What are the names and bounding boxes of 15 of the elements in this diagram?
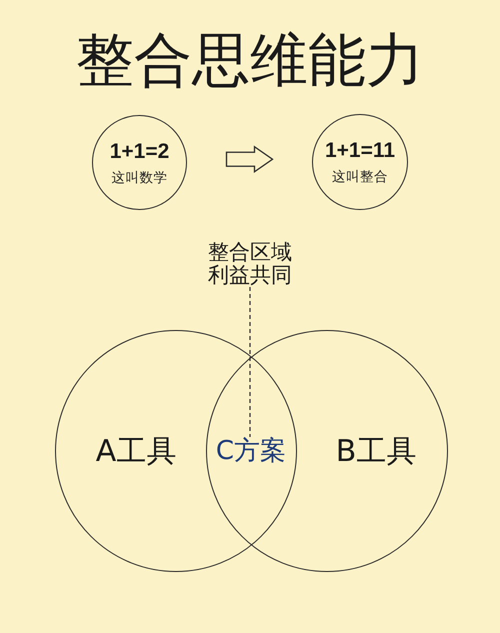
equation-text: 1+1=2 (110, 140, 170, 162)
caption-text: 这叫整合 (332, 169, 388, 185)
venn-circle (55, 330, 297, 572)
circle-label: A工具 (96, 435, 176, 469)
block-arrow (226, 146, 274, 173)
caption-text: 这叫数学 (112, 170, 168, 186)
circle-node (92, 115, 187, 210)
circle-node (312, 114, 408, 210)
leader-line (249, 287, 251, 437)
callout-label: 整合区域利益共同 (206, 241, 294, 287)
equation-text: 1+1=11 (324, 139, 396, 162)
circle-label: B工具 (336, 435, 416, 469)
title: 整合思维能力 (76, 26, 424, 94)
overlap-label: C方案 (216, 437, 286, 466)
venn-circle (206, 330, 448, 572)
